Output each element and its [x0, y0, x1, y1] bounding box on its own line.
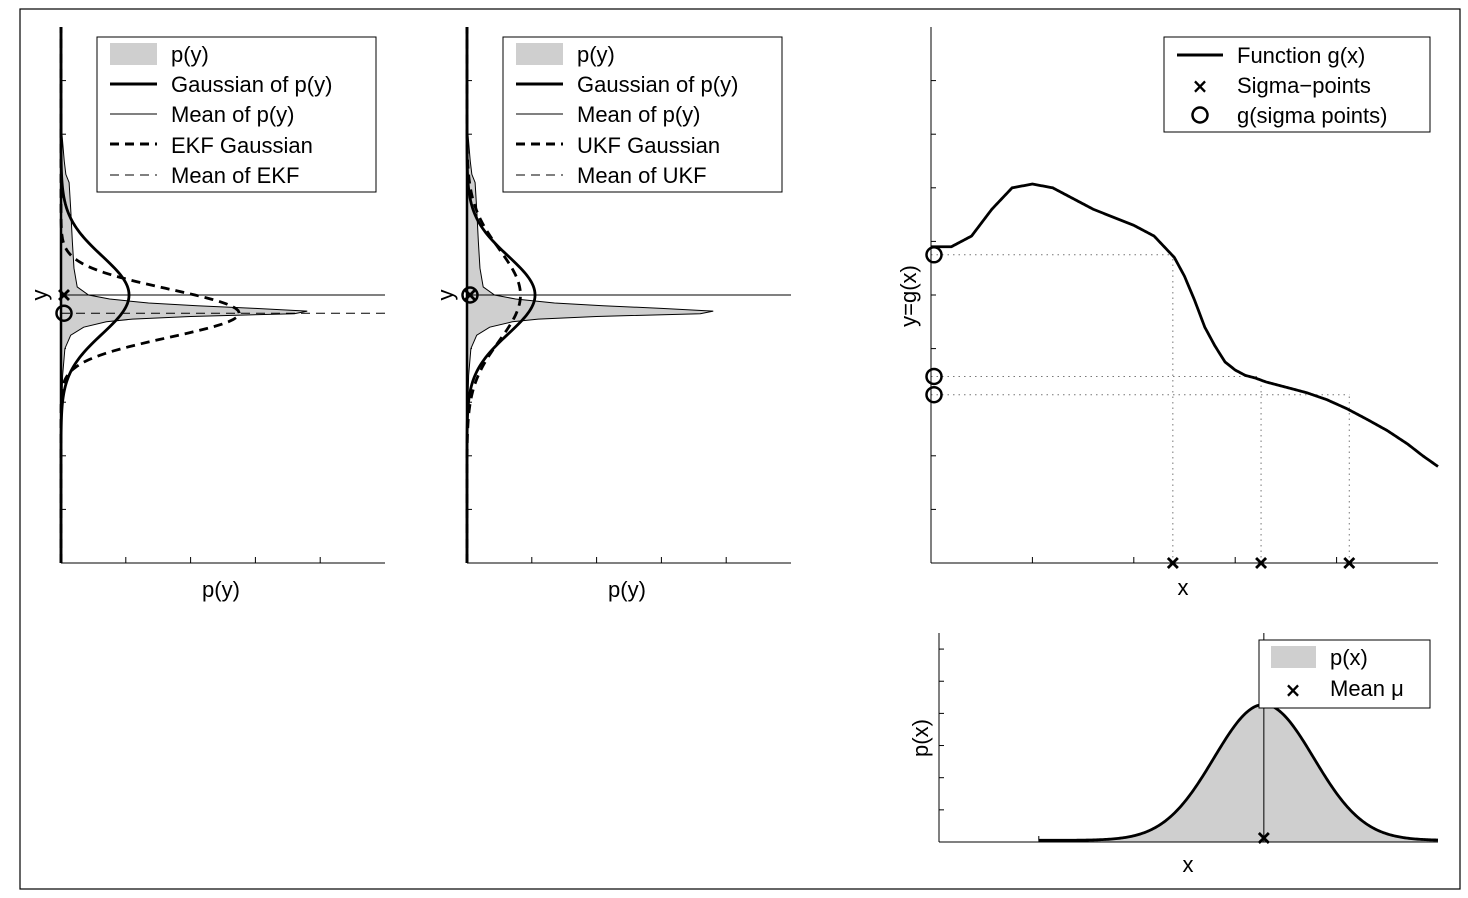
- p1-ekf-mean-marker: [55, 304, 73, 322]
- p4-px-area: [1038, 704, 1438, 842]
- ukf-panel-legend: p(y) Gaussian of p(y) Mean of p(y) UKF G…: [502, 36, 783, 193]
- ekf-legend-label-2: Mean of p(y): [171, 102, 295, 127]
- ukf-legend-label-1: Gaussian of p(y): [577, 72, 738, 97]
- function-legend-swatch-sigma: ×: [1192, 74, 1209, 98]
- p3-function-g: [930, 182, 1439, 468]
- ekf-legend-swatch-py: [110, 43, 157, 65]
- px-legend-swatch-px: [1271, 646, 1316, 668]
- p2-ukf-mean-marker: [461, 286, 479, 304]
- function-legend-label-0: Function g(x): [1237, 43, 1365, 68]
- p4-mean-marker: [1257, 832, 1270, 844]
- ekf-legend-label-3: EKF Gaussian: [171, 133, 313, 158]
- ukf-legend-label-0: p(y): [577, 42, 615, 67]
- px-legend-swatch-mean: ×: [1285, 678, 1302, 702]
- ekf-panel-xlabel: p(y): [202, 577, 240, 602]
- function-panel-xlabel: x: [1178, 575, 1189, 600]
- px-legend-label-1: Mean μ: [1330, 676, 1404, 701]
- function-panel: x y=g(x) × Function g(x) Sigma−points g(…: [896, 27, 1439, 600]
- px-panel-axes: [938, 633, 1438, 843]
- ekf-legend-label-0: p(y): [171, 42, 209, 67]
- px-panel-ylabel: p(x): [908, 719, 933, 757]
- ekf-panel-ylabel: y: [27, 290, 52, 301]
- ukf-panel: p(y) y p(y) Gaussian of p(y) Mean of p(y…: [433, 27, 791, 602]
- p1-py-area: [60, 53, 308, 537]
- px-panel: x p(x) × p(x) Mean μ: [908, 633, 1439, 877]
- ukf-legend-label-2: Mean of p(y): [577, 102, 701, 127]
- ukf-panel-ylabel: y: [433, 290, 458, 301]
- ukf-legend-label-4: Mean of UKF: [577, 163, 707, 188]
- px-legend-label-0: p(x): [1330, 645, 1368, 670]
- function-panel-ylabel: y=g(x): [896, 265, 921, 327]
- ukf-panel-xlabel: p(y): [608, 577, 646, 602]
- px-panel-legend: × p(x) Mean μ: [1258, 639, 1431, 709]
- figure-frame: [19, 8, 1461, 890]
- ekf-legend-label-1: Gaussian of p(y): [171, 72, 332, 97]
- ekf-legend-label-4: Mean of EKF: [171, 163, 299, 188]
- ekf-panel: p(y) y p(y) Gaussian of p(y) Mean of p(y…: [27, 27, 385, 602]
- function-legend-label-2: g(sigma points): [1237, 103, 1387, 128]
- function-panel-axes: [930, 27, 1438, 564]
- p4-px-curve: [1038, 703, 1439, 842]
- p3-g-sigma-point: [925, 385, 943, 404]
- p3-g-sigma-point: [925, 367, 943, 386]
- p3-g-sigma-point: [925, 246, 943, 264]
- ukf-legend-swatch-py: [516, 43, 563, 65]
- ukf-panel-axes: [465, 27, 791, 564]
- ekf-panel-axes: [59, 27, 385, 564]
- p2-py-area: [466, 53, 714, 537]
- function-panel-guides: [931, 254, 1350, 563]
- function-panel-legend: × Function g(x) Sigma−points g(sigma poi…: [1163, 36, 1431, 133]
- px-panel-xlabel: x: [1183, 852, 1194, 877]
- function-panel-ticks: [931, 80, 1338, 563]
- ukf-legend-label-3: UKF Gaussian: [577, 133, 720, 158]
- ekf-panel-legend: p(y) Gaussian of p(y) Mean of p(y) EKF G…: [96, 36, 377, 193]
- function-legend-label-1: Sigma−points: [1237, 73, 1371, 98]
- function-legend-swatch-gsigma: [1191, 106, 1209, 124]
